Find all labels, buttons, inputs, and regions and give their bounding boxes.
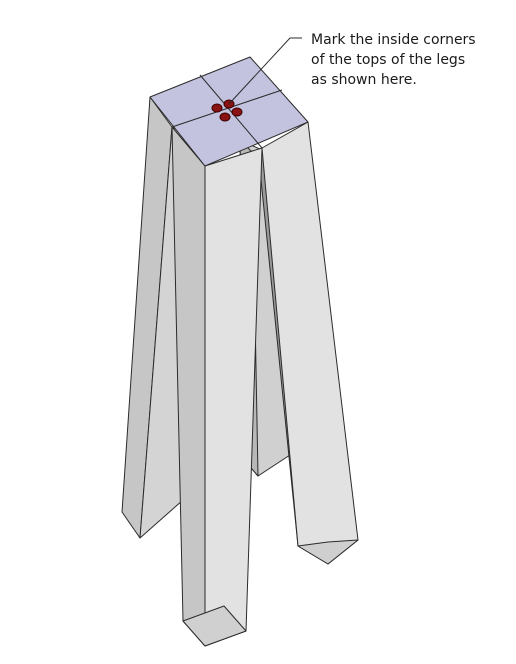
- leg-back-left: [121, 96, 184, 539]
- leg-front-bottom-face: [182, 605, 247, 647]
- corner-mark-bottom: [219, 112, 231, 122]
- top-face: [149, 56, 309, 167]
- leg-front-front-face: [204, 147, 263, 647]
- callout-line-1: Mark the inside corners: [311, 32, 476, 48]
- callout-line-3: as shown here.: [311, 72, 417, 88]
- leg-front: [171, 126, 263, 647]
- callout-text: Mark the inside corners of the tops of t…: [311, 30, 511, 90]
- legs-group: [121, 56, 359, 647]
- top-divider-a: [171, 89, 283, 128]
- callout-leader-line: [228, 37, 302, 105]
- corner-mark-left: [211, 103, 223, 113]
- leg-right: [257, 121, 359, 565]
- leg-right-bottom-face: [297, 539, 359, 565]
- top-divider-b: [199, 74, 263, 149]
- callout-line-2: of the tops of the legs: [311, 52, 466, 68]
- corner-mark-right: [231, 107, 243, 117]
- top-face-group: [149, 56, 309, 167]
